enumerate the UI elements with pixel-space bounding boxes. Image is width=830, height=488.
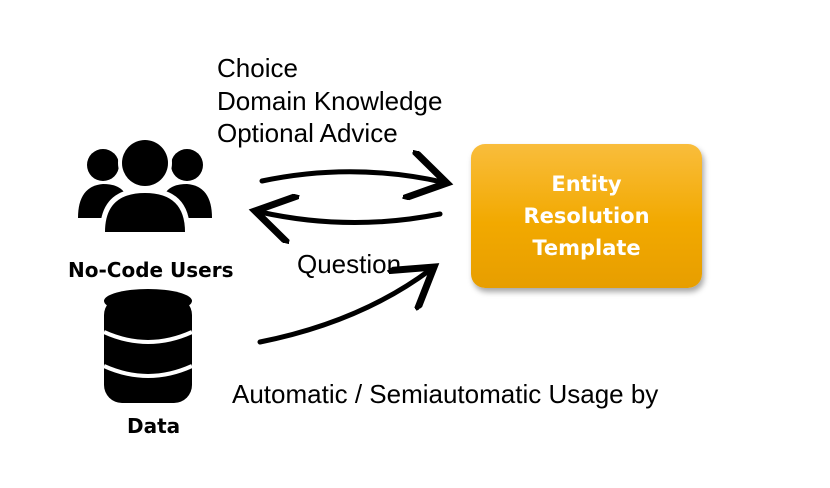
users-group-icon	[78, 136, 212, 232]
arrow-data-to-template	[257, 270, 430, 345]
input-label-domain-knowledge: Domain Knowledge	[217, 86, 443, 116]
arrow-inputs-to-template	[259, 172, 442, 182]
entity-resolution-template-box: Entity Resolution Template	[471, 144, 702, 288]
database-icon	[103, 289, 193, 403]
template-line-1: Entity	[551, 172, 622, 196]
template-title: Entity Resolution Template	[523, 168, 649, 264]
template-line-3: Template	[532, 236, 641, 260]
arrow-question-to-users	[260, 212, 443, 223]
template-line-2: Resolution	[523, 204, 650, 228]
users-caption: No-Code Users	[68, 258, 234, 282]
question-label: Question	[297, 249, 402, 279]
input-label-optional-advice: Optional Advice	[217, 118, 398, 148]
data-caption: Data	[127, 414, 181, 438]
usage-label: Automatic / Semiautomatic Usage by	[232, 379, 659, 409]
input-label-choice: Choice	[217, 53, 298, 83]
